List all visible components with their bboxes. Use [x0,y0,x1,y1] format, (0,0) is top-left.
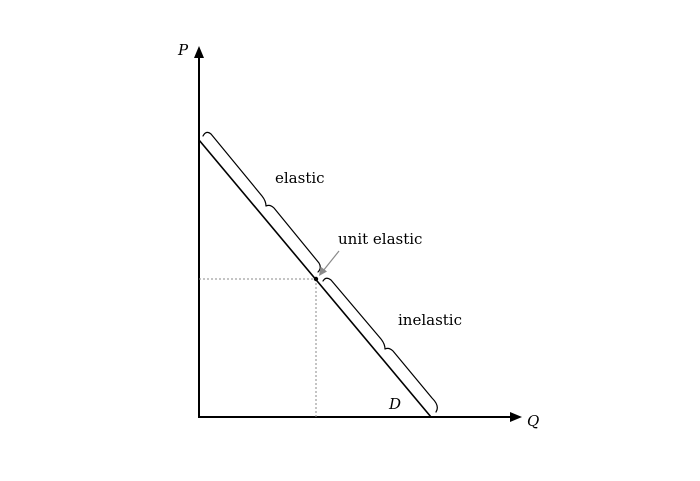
unit-elastic-point [313,276,319,282]
elastic-label: elastic [275,169,325,187]
inelastic-label: inelastic [398,311,462,329]
quantity-axis-label: Q [527,412,539,430]
inelastic-brace [322,277,438,413]
unit-elastic-label: unit elastic [338,230,422,248]
price-axis-arrowhead [194,46,204,58]
unit-elastic-pointer-head [319,266,327,276]
elastic-brace [202,131,321,273]
demand-curve-label: D [388,395,401,413]
quantity-axis-arrowhead [510,412,522,422]
price-axis-label: P [177,41,189,59]
unit-elastic-pointer-line [322,250,340,272]
